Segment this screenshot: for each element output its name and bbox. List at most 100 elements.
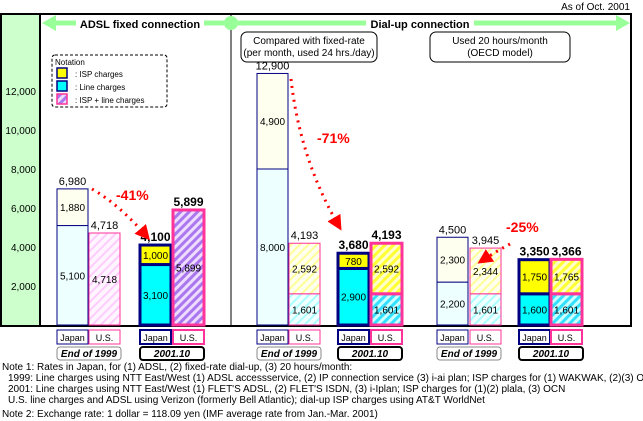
segment-label: 2,200: [440, 300, 465, 311]
segment-label: 1,000: [143, 251, 168, 262]
legend-label-both: : ISP + line charges: [75, 96, 144, 105]
total-label: 5,899: [173, 195, 203, 209]
as-of-label: As of Oct. 2001: [561, 2, 630, 13]
total-label: 3,945: [472, 235, 500, 247]
period-label: 2001.10: [153, 349, 191, 360]
total-label: 4,500: [439, 224, 467, 236]
country-label-box: [88, 329, 121, 345]
segment-label: 2,592: [374, 265, 399, 276]
bar-japan-p1999: 2,200 2,300 4,500: [436, 224, 469, 326]
section-label-dialup: Dial-up connection: [371, 19, 470, 31]
change-label-adsl: -41%: [116, 187, 149, 203]
note-2: Note 2: Exchange rate: 1 dollar = 118.09…: [2, 409, 378, 420]
country-label: U.S.: [296, 333, 314, 343]
country-label: Japan: [522, 333, 547, 343]
bar-us-p2001: 5,899 5,899: [171, 195, 206, 327]
segment-label: 2,900: [341, 293, 366, 304]
segment-label: 5,899: [176, 263, 201, 274]
bar-segment-both: [88, 232, 121, 326]
segment-label: 5,100: [60, 271, 85, 282]
country-label: Japan: [260, 333, 285, 343]
change-label-20-hours: -25%: [506, 219, 539, 235]
change-label-fixed-rate: -71%: [317, 130, 350, 146]
country-label: U.S.: [180, 333, 198, 343]
total-label: 4,193: [291, 230, 319, 242]
bar-segment-line: [369, 292, 404, 327]
change-arrow-fixed-rate: -71%: [289, 78, 350, 231]
period-label: End of 1999: [441, 349, 498, 360]
bar-segment-line: [256, 168, 289, 326]
bar-segment-isp: [469, 247, 502, 295]
country-label-box: [139, 329, 172, 345]
legend-label-isp: : ISP charges: [75, 70, 123, 79]
bar-japan-p2001: 3,100 1,000 4,100: [138, 230, 173, 327]
country-label: U.S.: [477, 333, 495, 343]
legend-swatch-isp: [56, 67, 68, 79]
bar-segment-isp: [549, 257, 584, 296]
segment-label: 1,765: [554, 273, 579, 284]
country-label: Japan: [341, 333, 366, 343]
plot-frame: [0, 13, 632, 327]
y-tick-label: 12,000: [5, 87, 36, 98]
svg-text:(OECD model): (OECD model): [467, 48, 533, 59]
bar-segment-line: [56, 225, 89, 326]
legend: Notation : ISP charges : Line charges : …: [51, 54, 168, 108]
legend-swatch-line: [56, 80, 68, 92]
segment-label: 2,300: [440, 256, 465, 267]
bar-segment-isp: [56, 188, 89, 227]
segment-label: 8,000: [260, 243, 285, 254]
bar-segment-line: [436, 281, 469, 326]
svg-text:Compared with fixed-rate: Compared with fixed-rate: [253, 36, 365, 47]
bar-segment-isp: [138, 243, 173, 267]
bars: 5,1001,8806,9804,7184,7183,1001,0004,100…: [56, 60, 584, 327]
country-label-box: [172, 329, 205, 345]
segment-label: 4,900: [260, 117, 285, 128]
y-tick-label: 4,000: [11, 243, 36, 254]
y-tick-label: 10,000: [5, 126, 36, 137]
svg-text:Used 20 hours/month: Used 20 hours/month: [452, 36, 548, 47]
segment-label: 2,344: [473, 267, 498, 278]
legend-title: Notation: [55, 58, 85, 67]
period-label: 2001.10: [351, 349, 389, 360]
total-label: 3,366: [551, 244, 581, 258]
total-label: 4,100: [140, 230, 170, 244]
segment-label: 3,100: [143, 291, 168, 302]
total-label: 3,350: [519, 245, 549, 259]
note-1: Note 1: Rates in Japan, for (1) ADSL, (2…: [2, 362, 353, 373]
segment-label: 2,592: [292, 265, 317, 276]
period-label-box: [256, 346, 322, 361]
bar-segment-isp: [436, 236, 469, 283]
country-label-box: [256, 329, 289, 345]
period-label-box: [139, 346, 205, 361]
period-label: End of 1999: [61, 349, 118, 360]
bar-us-p1999: 1,601 2,344 3,945: [469, 235, 502, 326]
note-1-2001: 2001: Line charges using NTT East/West (…: [8, 384, 566, 395]
bar-segment-isp: [336, 251, 371, 270]
y-tick-label: 6,000: [11, 204, 36, 215]
legend-swatch-both: [56, 93, 68, 105]
total-label: 4,718: [91, 220, 119, 232]
section-arrow-adsl: ADSL fixed connection: [42, 15, 238, 31]
country-label-box: [337, 329, 370, 345]
period-label-box: [337, 346, 403, 361]
country-label: Japan: [143, 333, 168, 343]
bar-segment-line: [288, 293, 321, 326]
change-arrow-adsl: -41%: [91, 187, 150, 241]
period-label-box: [56, 346, 122, 361]
svg-text:(per month, used 24 hrs./day): (per month, used 24 hrs./day): [243, 48, 374, 59]
section-label-adsl: ADSL fixed connection: [80, 19, 200, 31]
segment-label: 1,601: [374, 305, 399, 316]
segment-label: 1,601: [473, 305, 498, 316]
segment-label: 1,750: [522, 273, 547, 284]
country-label: U.S.: [96, 333, 114, 343]
note-1-1999: 1999: Line charges using NTT East/West (…: [8, 373, 643, 384]
x-labels: Japan U.S. Japan U.S. End of 1999 2001.10 Japa…: [56, 329, 584, 361]
y-tick-label: 8,000: [11, 165, 36, 176]
country-label: Japan: [60, 333, 85, 343]
country-label: Japan: [440, 333, 465, 343]
bar-segment-isp: [256, 72, 289, 170]
